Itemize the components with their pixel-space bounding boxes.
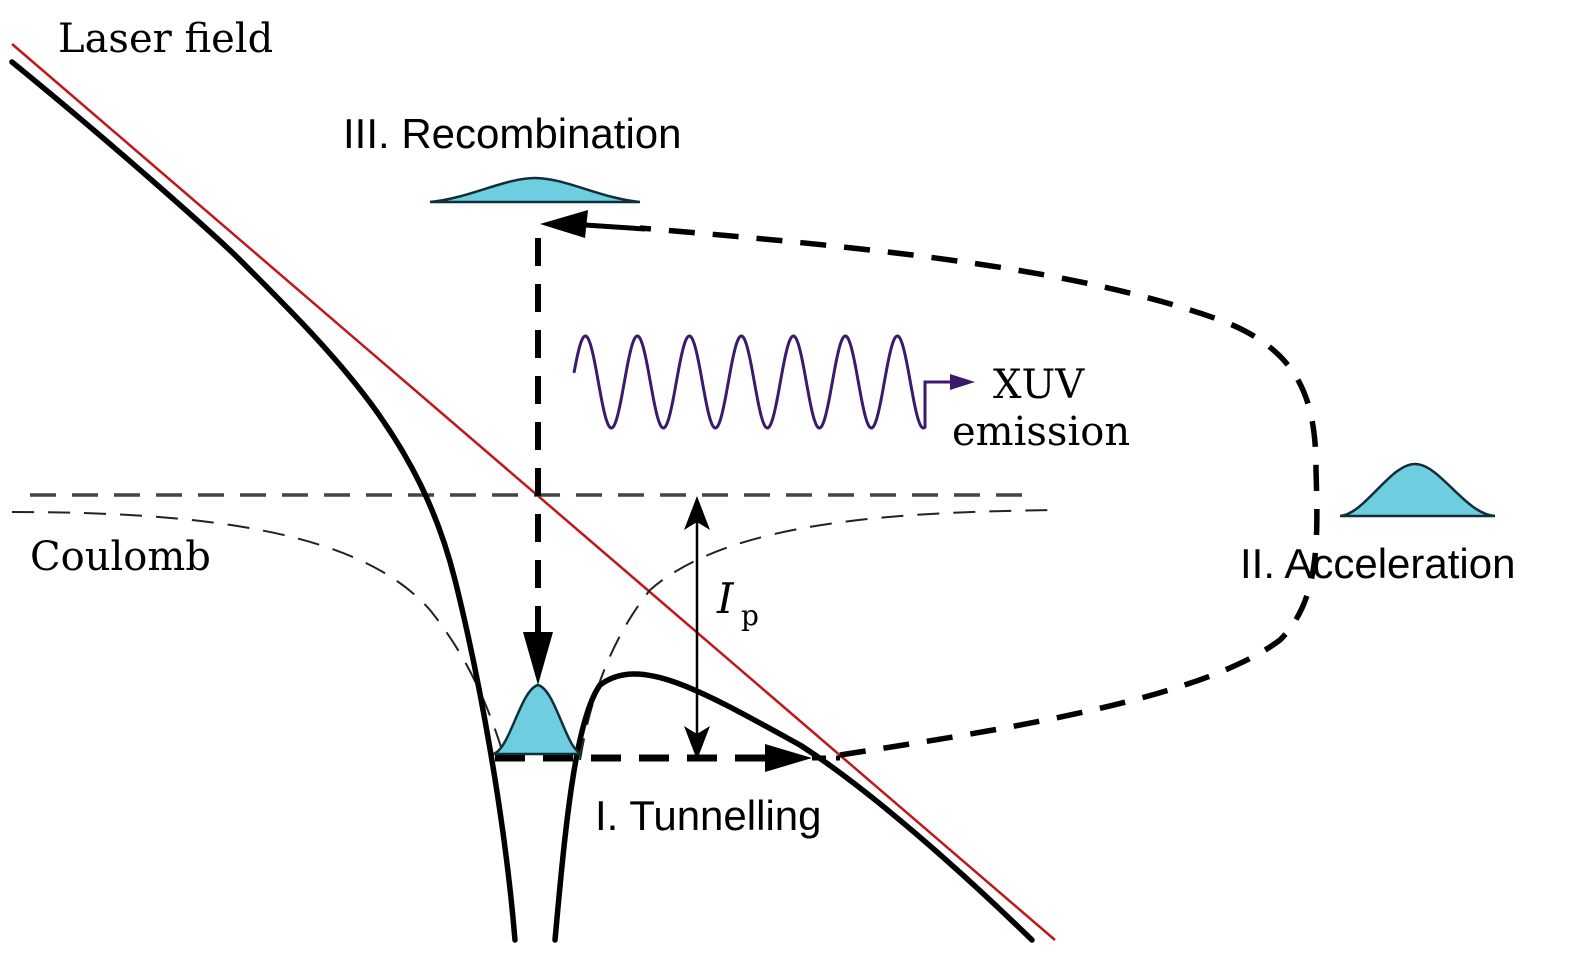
- laser-field-line: [11, 43, 1056, 941]
- ip-arrowhead-down-icon: [684, 726, 710, 760]
- return-arrow-shaft: [584, 222, 646, 232]
- xuv-arrowhead-icon: [950, 374, 975, 390]
- recombination-label: III. Recombination: [343, 110, 682, 157]
- tunnelling-label: I. Tunnelling: [595, 792, 822, 839]
- xuv-label: XUV: [993, 362, 1085, 408]
- coulomb-label: Coulomb: [30, 534, 211, 580]
- acceleration-wavepacket: [1339, 462, 1496, 518]
- tunnelling-arrowhead-icon: [765, 744, 812, 772]
- emission-label: emission: [952, 409, 1130, 455]
- laser-field-label: Laser field: [58, 16, 273, 62]
- acceleration-label: II. Acceleration: [1240, 540, 1515, 587]
- recombination-arrowhead-icon: [523, 632, 553, 685]
- combined-potential-curve: [9, 59, 1035, 943]
- ip-subscript: p: [741, 599, 759, 632]
- ground-state-wavepacket: [492, 683, 583, 756]
- xuv-emission-wave: [572, 334, 932, 430]
- ip-symbol: I: [716, 574, 735, 623]
- return-arrowhead-icon: [540, 210, 588, 238]
- recombination-wavepacket: [429, 176, 641, 204]
- ip-arrowhead-up-icon: [684, 496, 710, 530]
- acceleration-trajectory-loop: [639, 225, 1320, 758]
